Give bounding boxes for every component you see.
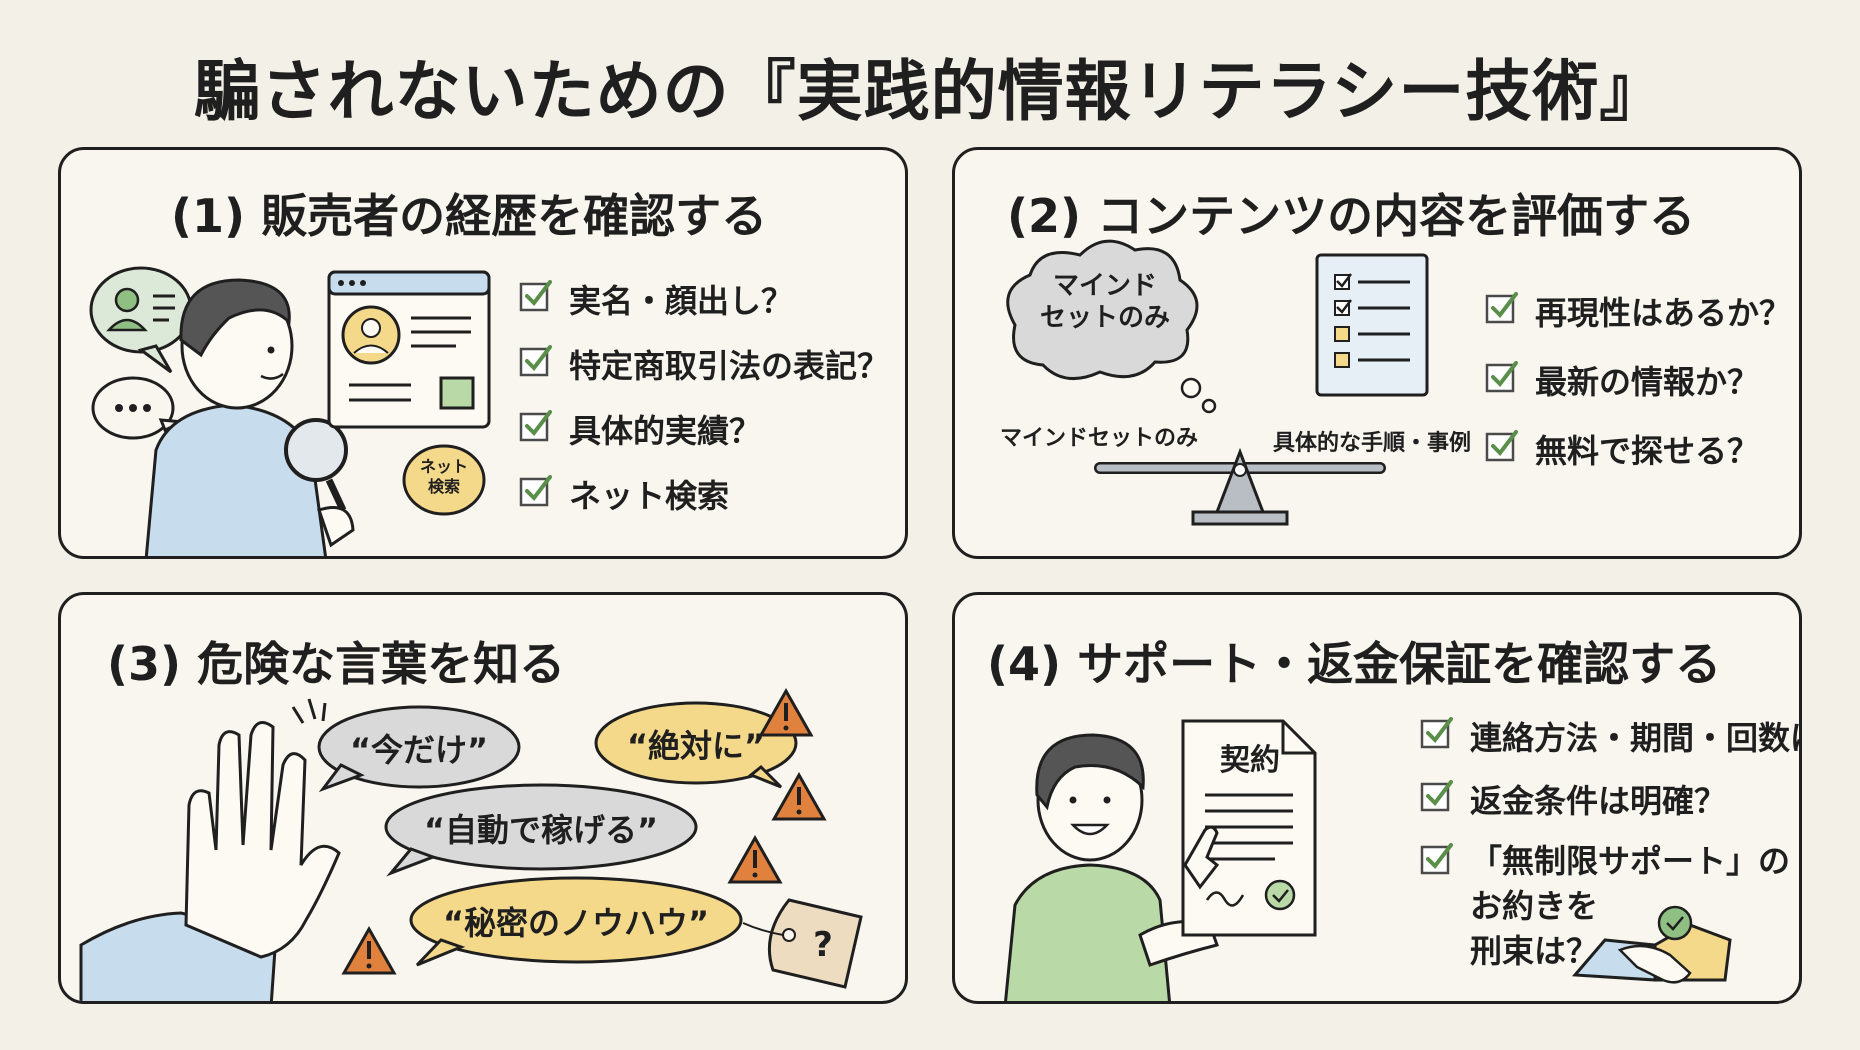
tag-line-2: 検索 [427,477,460,496]
check-text-line: 刑束は？ [1470,932,1599,970]
check-text: 最新の情報か？ [1535,363,1760,401]
check-text: 返金条件は明確？ [1470,782,1727,820]
panel-title: (1) 販売者の経歴を確認する [171,189,768,243]
checkbox-check-icon [519,345,552,377]
check-item: 返金条件は明確？ [1420,776,1799,839]
price-tag-icon [742,898,863,989]
handshake-icon [1571,905,1732,984]
dangerous-words-illustration [79,687,863,1001]
checkbox-check-icon [1485,361,1518,393]
checkbox-check-icon [1420,780,1453,812]
panel-dangerous-words: (3) 危険な言葉を知る [58,592,908,1004]
speech-bubbles [317,701,798,967]
check-text: ネット検索 [569,477,730,515]
seesaw-icon [1094,447,1386,526]
check-text-line: お約きを [1470,887,1599,925]
check-item: 実名・顔出し？ [519,276,889,341]
content-checklist: 再現性はあるか？ 最新の情報か？ 無料で探せる？ [1485,288,1791,495]
profile-bubble-icon [89,266,193,374]
contract-document-icon [1181,719,1317,937]
scale-left-label: マインドセットのみ [1000,426,1199,451]
panel-title: (3) 危険な言葉を知る [107,637,566,691]
browser-profile-window [327,270,491,429]
checkbox-check-icon [519,410,552,442]
check-item: 連絡方法・期間・回数は？ [1420,713,1799,776]
check-text: 実名・顔出し？ [569,282,794,320]
bubble-word: “絶対に” [626,727,766,765]
panel-support-refund: (4) サポート・返金保証を確認する [952,592,1802,1004]
bubble-word: “自動で稼げる” [423,811,659,849]
contract-person-illustration [1004,719,1732,1001]
checkbox-check-icon [519,475,552,507]
page-title: 騙されないための『実践的情報リテラシー技術』 [193,53,1667,130]
panel-content-evaluation: (2) コンテンツの内容を評価する マインド [952,147,1802,559]
net-search-bubble [402,444,486,516]
check-item: 具体的実績？ [519,406,889,471]
bubble-word: “秘密のノウハウ” [442,904,710,942]
seller-checklist: 実名・顔出し？ 特定商取引法の表記？ 具体的実績？ ネット検索 [519,276,889,536]
net-search-tag: ネット 検索 [404,457,484,497]
check-item: 最新の情報か？ [1485,357,1791,426]
check-item: 無料で探せる？ [1485,426,1791,495]
contract-label: 契約 [1220,743,1280,778]
tag-question-mark: ? [813,925,833,965]
stop-hand-icon [79,698,341,1001]
cloud-line-1: マインド [1052,271,1157,301]
warning-triangle-icon [758,687,814,737]
check-item: 再現性はあるか？ [1485,288,1791,357]
seller-check-illustration [89,266,491,556]
cloud-line-2: セットのみ [1039,303,1170,333]
check-item: 「無制限サポート」のお約きを刑束は？ [1420,839,1799,970]
panel-title: (4) サポート・返金保証を確認する [987,637,1722,691]
check-text: 無料で探せる？ [1535,432,1760,470]
balance-scale-illustration [1006,239,1429,526]
person-magnifier-illustration [144,278,355,556]
check-text: 特定商取引法の表記？ [569,347,890,385]
check-text: 連絡方法・期間・回数は？ [1470,719,1799,757]
panel-seller-history: (1) 販売者の経歴を確認する [58,147,908,559]
checkbox-check-icon [519,280,552,312]
checkbox-check-icon [1485,292,1518,324]
tag-line-1: ネット [419,457,468,476]
person-pointing-illustration [1004,733,1219,1001]
scale-right-label: 具体的な手順・事例 [1273,431,1472,456]
ellipsis-bubble-icon [91,376,189,440]
checkbox-check-icon [1485,430,1518,462]
check-text-line: 「無制限サポート」の [1470,842,1791,880]
bubble-word: “今だけ” [349,731,489,769]
check-text: 具体的実績？ [569,412,762,450]
thought-cloud-text: マインド セットのみ [1025,270,1185,334]
check-text: 再現性はあるか？ [1535,294,1792,332]
warning-triangle-icon [771,771,827,821]
warning-triangle-icon [341,925,397,975]
checkbox-check-icon [1420,717,1453,749]
warning-triangle-icon [727,834,783,884]
checkbox-check-icon [1420,843,1453,875]
checklist-clipboard-icon [1315,253,1429,397]
panel-title: (2) コンテンツの内容を評価する [1007,189,1696,243]
thought-cloud-icon [1006,239,1217,414]
check-item: ネット検索 [519,471,889,536]
check-item: 特定商取引法の表記？ [519,341,889,406]
